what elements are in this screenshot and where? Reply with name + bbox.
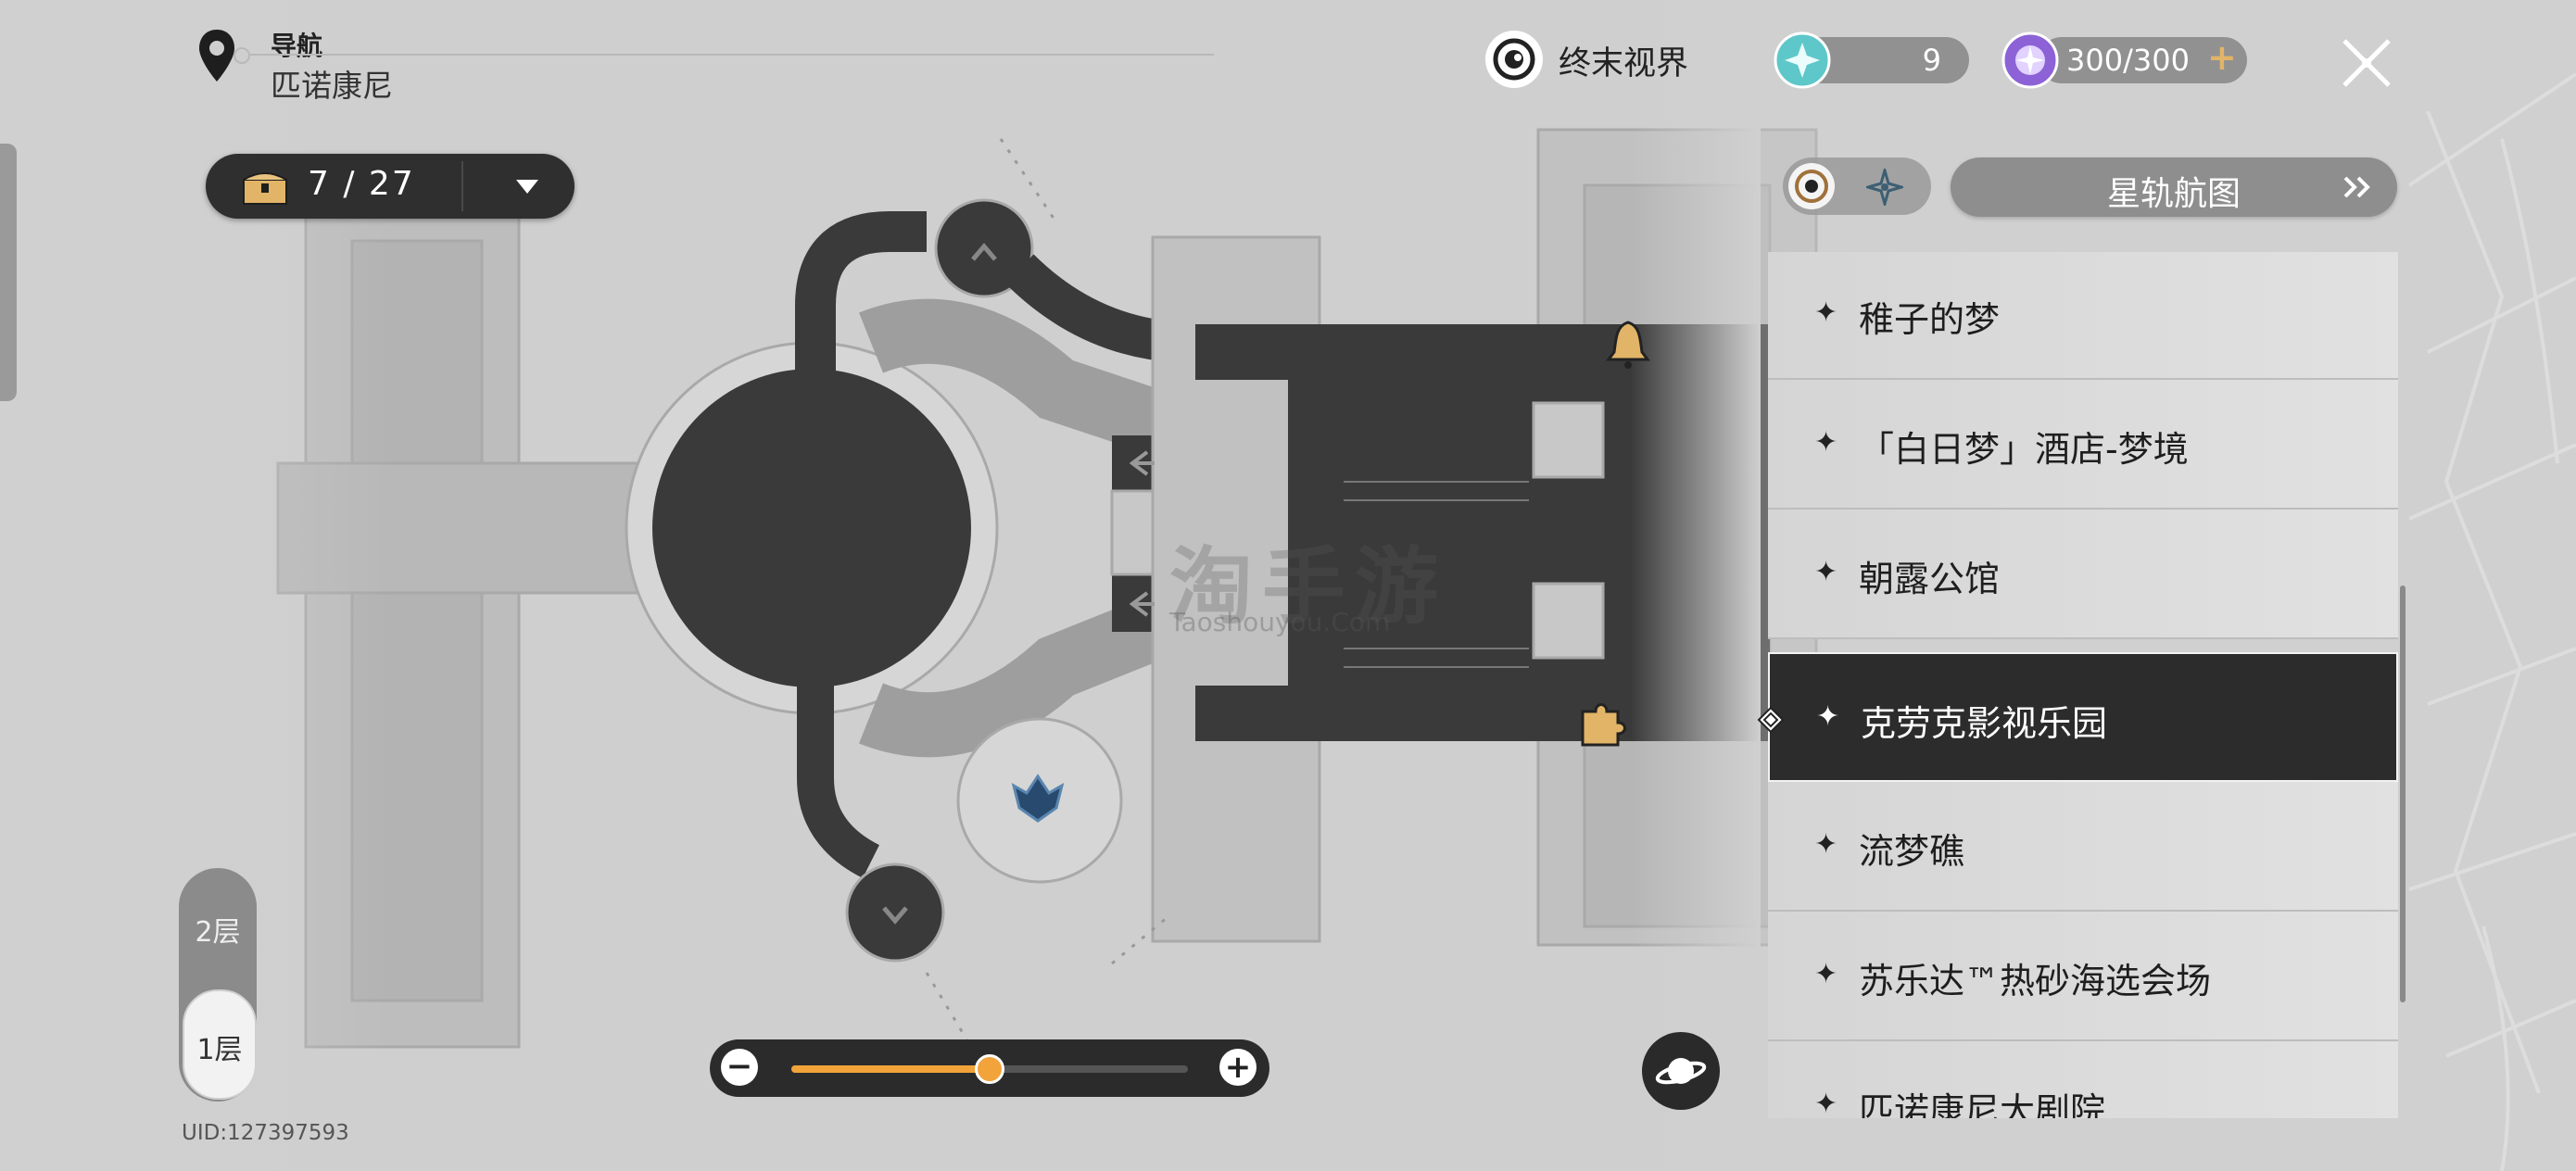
compass-mode-icon[interactable] xyxy=(1866,169,1903,206)
arrow-down-icon xyxy=(882,906,908,925)
add-power-button[interactable]: + xyxy=(2207,37,2237,78)
fuel-value: 9 xyxy=(1922,43,1941,78)
arrow-left-icon xyxy=(1129,591,1155,617)
navigation-label: 导航 xyxy=(271,31,323,61)
star-bullet-icon: ✦ xyxy=(1814,828,1838,861)
planet-icon xyxy=(1655,1058,1707,1085)
watermark: 淘手游 xyxy=(1169,538,1447,636)
close-icon[interactable] xyxy=(2337,33,2396,93)
arrow-up-icon xyxy=(971,243,997,261)
player-uid: UID:127397593 xyxy=(182,1121,349,1145)
zoom-slider[interactable] xyxy=(791,1054,1188,1084)
zoom-in-button[interactable]: + xyxy=(1219,1049,1256,1086)
location-item-child-dream[interactable]: ✦ 稚子的梦 xyxy=(1768,252,2398,380)
location-name: 稚子的梦 xyxy=(1859,299,2001,340)
navigation-header: 导航 匹诺康尼 xyxy=(195,26,1214,104)
puzzle-marker-icon[interactable] xyxy=(1575,697,1627,749)
location-name: 流梦礁 xyxy=(1859,831,1965,872)
floor-2-button[interactable]: 2层 xyxy=(195,916,241,949)
side-drawer-handle[interactable] xyxy=(0,144,17,401)
trailblaze-power-counter[interactable]: 300/300 + xyxy=(2039,37,2247,83)
treasure-chest-icon xyxy=(243,172,287,205)
location-pin-icon xyxy=(199,30,234,82)
region-name: 匹诺康尼 xyxy=(271,68,393,104)
watermark-url: Taoshouyou.Com xyxy=(1169,607,1391,637)
star-bullet-icon: ✦ xyxy=(1814,296,1838,329)
map-mode-toggle[interactable] xyxy=(1783,157,1931,215)
region-dot xyxy=(234,47,250,64)
treasure-chest-counter[interactable]: 7 / 27 xyxy=(206,154,575,219)
star-bullet-icon: ✦ xyxy=(1814,556,1838,588)
location-item-dewlight-pavilion[interactable]: ✦ 朝露公馆 xyxy=(1768,510,2398,639)
zoom-out-button[interactable]: − xyxy=(721,1049,758,1086)
terminal-vision-icon[interactable] xyxy=(1483,28,1546,91)
space-anchor-icon[interactable] xyxy=(1008,771,1067,826)
location-name: 苏乐达™热砂海选会场 xyxy=(1859,961,2212,1001)
double-chevron-right-icon xyxy=(2343,176,2370,198)
fuel-icon xyxy=(1774,31,1831,89)
zoom-slider-handle[interactable] xyxy=(975,1054,1004,1084)
location-name: 朝露公馆 xyxy=(1859,559,2001,599)
terminal-vision-label[interactable]: 终末视界 xyxy=(1559,45,1689,82)
arrow-left-icon xyxy=(1129,450,1155,476)
floor-1-button[interactable]: 1层 xyxy=(183,989,257,1100)
location-item-grand-theater[interactable]: ✦ 匹诺康尼大剧院 xyxy=(1768,1041,2398,1118)
world-switch-button[interactable] xyxy=(1642,1032,1720,1110)
chest-count: 7 / 27 xyxy=(308,165,415,203)
location-item-clock-studios[interactable]: ✦ 克劳克影视乐园 xyxy=(1768,652,2398,782)
region-divider xyxy=(250,54,1214,56)
star-bullet-icon: ✦ xyxy=(1814,958,1838,990)
location-item-soulglad-stage[interactable]: ✦ 苏乐达™热砂海选会场 xyxy=(1768,912,2398,1041)
location-item-reverie-dreamscape[interactable]: ✦ 「白日梦」酒店-梦境 xyxy=(1768,380,2398,510)
floor-1-label: 1层 xyxy=(196,1034,243,1066)
chevron-down-icon[interactable] xyxy=(513,176,541,196)
star-rail-map-button[interactable]: 星轨航图 xyxy=(1951,157,2397,217)
star-bullet-icon: ✦ xyxy=(1816,700,1840,733)
trailblaze-power-icon xyxy=(2001,31,2059,89)
list-scrollbar[interactable] xyxy=(2400,586,2406,1002)
location-item-dreams-edge[interactable]: ✦ 流梦礁 xyxy=(1768,782,2398,912)
star-rail-map-label: 星轨航图 xyxy=(2106,175,2241,213)
selected-pointer-icon xyxy=(1757,706,1785,734)
location-name: 克劳克影视乐园 xyxy=(1861,703,2108,744)
location-name: 「白日梦」酒店-梦境 xyxy=(1859,429,2189,470)
zoom-control[interactable]: − + xyxy=(710,1039,1269,1097)
star-bullet-icon: ✦ xyxy=(1814,1088,1838,1118)
chest-divider xyxy=(461,161,463,211)
zoom-slider-fill xyxy=(791,1065,990,1073)
location-name: 匹诺康尼大剧院 xyxy=(1859,1090,2106,1118)
vision-mode-icon[interactable] xyxy=(1787,161,1837,211)
bell-marker-icon[interactable] xyxy=(1605,319,1651,371)
location-list[interactable]: ✦ 稚子的梦 ✦ 「白日梦」酒店-梦境 ✦ 朝露公馆 ✦ 克劳克影视乐园 ✦ 流… xyxy=(1768,252,2398,1118)
trailblaze-power-value: 300/300 xyxy=(2066,43,2190,78)
star-bullet-icon: ✦ xyxy=(1814,426,1838,459)
